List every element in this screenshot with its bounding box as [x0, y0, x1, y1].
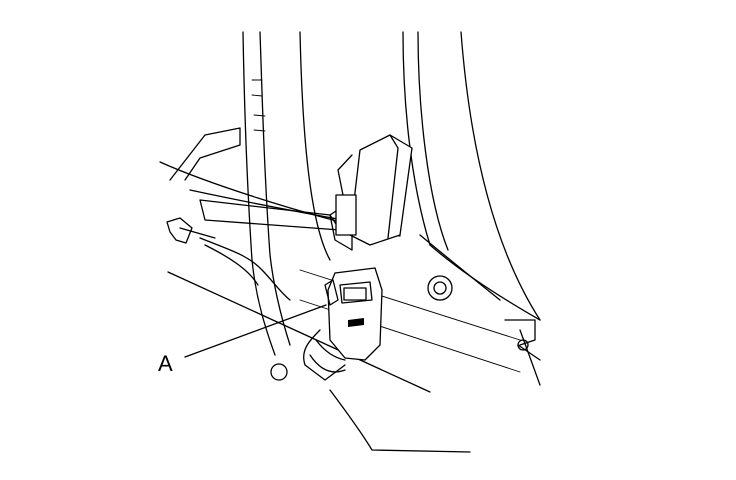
mating-connector [329, 134, 413, 251]
pillar-panel [402, 31, 541, 386]
callout-a-leader [184, 304, 327, 358]
trim-bracket [166, 127, 341, 244]
connector-a [303, 267, 383, 381]
callout-a-label: A [158, 351, 173, 376]
wire-harness [199, 31, 331, 356]
